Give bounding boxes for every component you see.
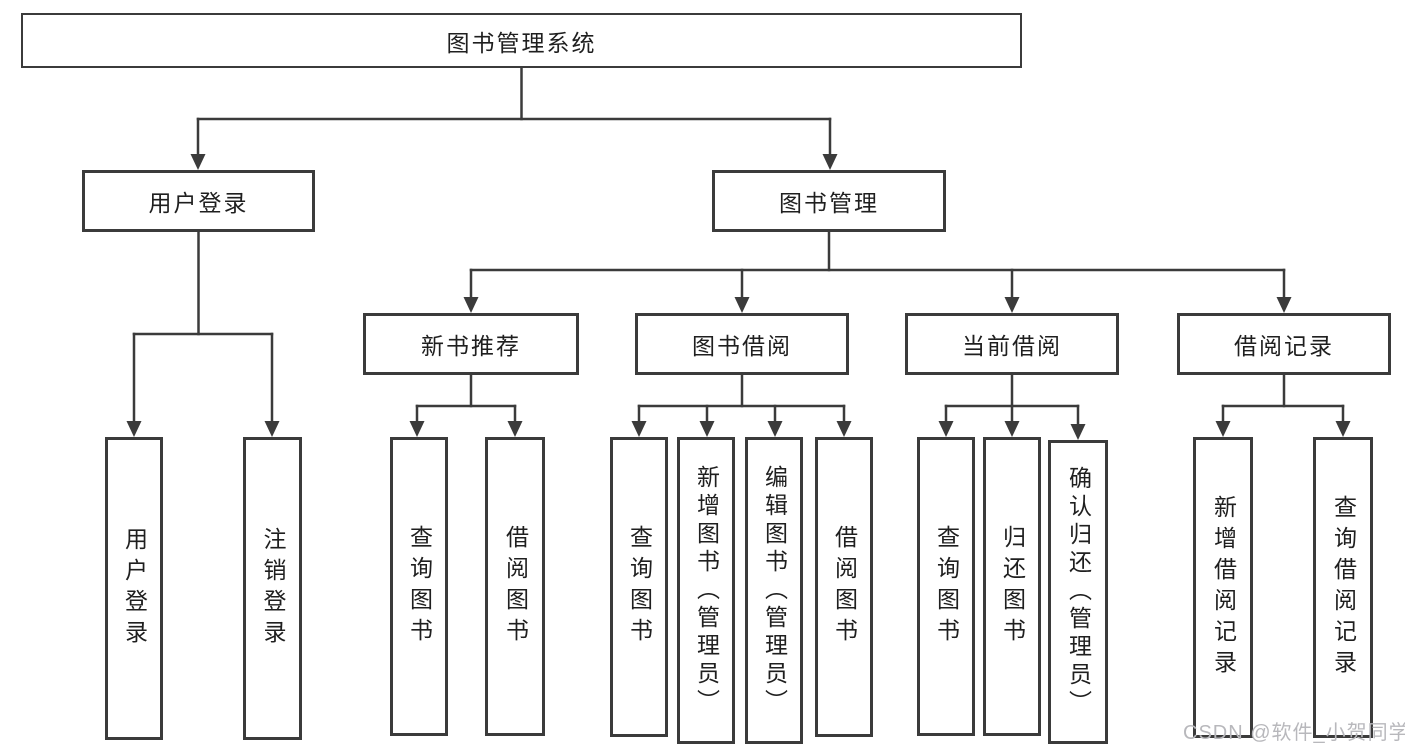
leaf-label: 新增借阅记录: [1210, 494, 1237, 681]
node-book-borrowing: 图书借阅: [635, 313, 849, 375]
leaf-label: 查询图书: [933, 524, 960, 649]
leaf-label: 查询图书: [626, 525, 653, 649]
node-label: 用户登录: [148, 190, 249, 216]
watermark: CSDN @软件_小贺同学: [1183, 722, 1405, 744]
node-user-login: 用户登录: [82, 170, 315, 232]
node-label: 图书借阅: [692, 333, 792, 359]
leaf-borrow-books-2: 借阅图书: [815, 437, 873, 737]
leaf-query-borrow-record: 查询借阅记录: [1313, 437, 1373, 738]
leaf-add-books-admin: 新增图书（管理员）: [677, 437, 735, 744]
leaf-label: 注销登录: [260, 526, 286, 651]
leaf-query-books-2: 查询图书: [610, 437, 668, 737]
leaf-confirm-return-admin: 确认归还（管理员）: [1048, 440, 1108, 744]
arrowhead-icons: [126, 154, 1351, 440]
leaf-add-borrow-record: 新增借阅记录: [1193, 437, 1253, 738]
leaf-logout: 注销登录: [243, 437, 302, 740]
leaf-label: 编辑图书（管理员）: [761, 464, 788, 717]
node-label: 新书推荐: [421, 333, 521, 359]
leaf-borrow-books-1: 借阅图书: [485, 437, 545, 736]
leaf-query-books-1: 查询图书: [390, 437, 448, 736]
leaf-query-books-3: 查询图书: [917, 437, 975, 736]
leaf-label: 查询借阅记录: [1330, 494, 1357, 681]
leaf-edit-books-admin: 编辑图书（管理员）: [745, 437, 803, 744]
leaf-label: 新增图书（管理员）: [693, 464, 720, 717]
leaf-label: 查询图书: [406, 524, 433, 649]
leaf-label: 归还图书: [999, 524, 1026, 649]
node-new-book-recommendation: 新书推荐: [363, 313, 579, 375]
node-label: 图书管理系统: [446, 29, 597, 56]
node-label: 图书管理: [779, 190, 879, 216]
node-library-management-system: 图书管理系统: [21, 13, 1022, 68]
node-book-management: 图书管理: [712, 170, 946, 232]
node-label: 借阅记录: [1234, 333, 1334, 359]
node-label: 当前借阅: [962, 333, 1062, 359]
leaf-return-books: 归还图书: [983, 437, 1041, 736]
leaf-user-login: 用户登录: [105, 437, 163, 740]
leaf-label: 用户登录: [121, 526, 148, 651]
node-borrowing-records: 借阅记录: [1177, 313, 1391, 375]
leaf-label: 确认归还（管理员）: [1065, 466, 1092, 718]
node-current-borrowing: 当前借阅: [905, 313, 1119, 375]
leaf-label: 借阅图书: [502, 524, 529, 649]
leaf-label: 借阅图书: [831, 525, 858, 649]
